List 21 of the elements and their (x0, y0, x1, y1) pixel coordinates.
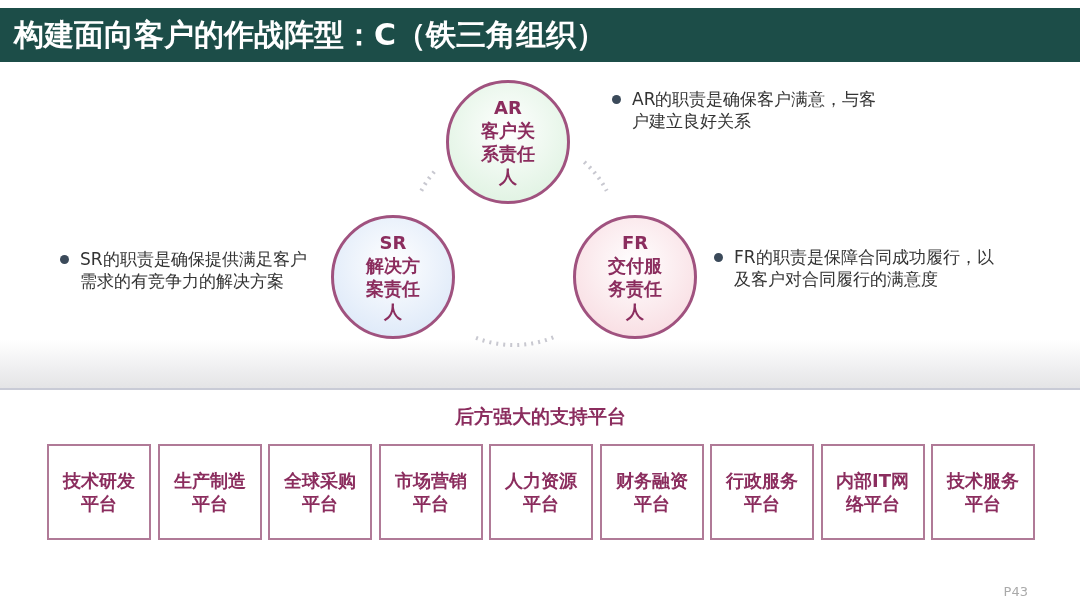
title-bar: 构建面向客户的作战阵型：C（铁三角组织） (0, 8, 1080, 62)
platform-box: 行政服务平台 (710, 444, 814, 540)
role-code: AR (494, 96, 522, 119)
platform-box: 技术服务平台 (931, 444, 1035, 540)
platform-box: 财务融资平台 (599, 444, 704, 540)
platform-box: 人力资源平台 (489, 444, 593, 540)
bullet-text: FR的职责是保障合同成功履行，以及客户对合同履行的满意度 (712, 246, 996, 290)
role-code: FR (621, 231, 649, 254)
platform-box: 生产制造平台 (157, 444, 262, 540)
role-name: 客户关系责任人 (480, 119, 536, 188)
bullet-text: SR的职责是确保提供满足客户需求的有竞争力的解决方案 (58, 248, 320, 292)
section-heading: 后方强大的支持平台 (453, 404, 627, 429)
role-name: 交付服务责任人 (607, 254, 663, 323)
platform-box: 内部IT网络平台 (820, 444, 925, 540)
role-name: 解决方案责任人 (364, 254, 421, 323)
bullet-text: AR的职责是确保客户满意，与客户建立良好关系 (610, 88, 892, 132)
platform-box: 市场营销平台 (378, 444, 483, 540)
page-number: P43 (1003, 584, 1028, 599)
platform-box: 技术研发平台 (47, 444, 151, 540)
platform-box: 全球采购平台 (268, 444, 372, 540)
role-code: SR (379, 231, 407, 254)
